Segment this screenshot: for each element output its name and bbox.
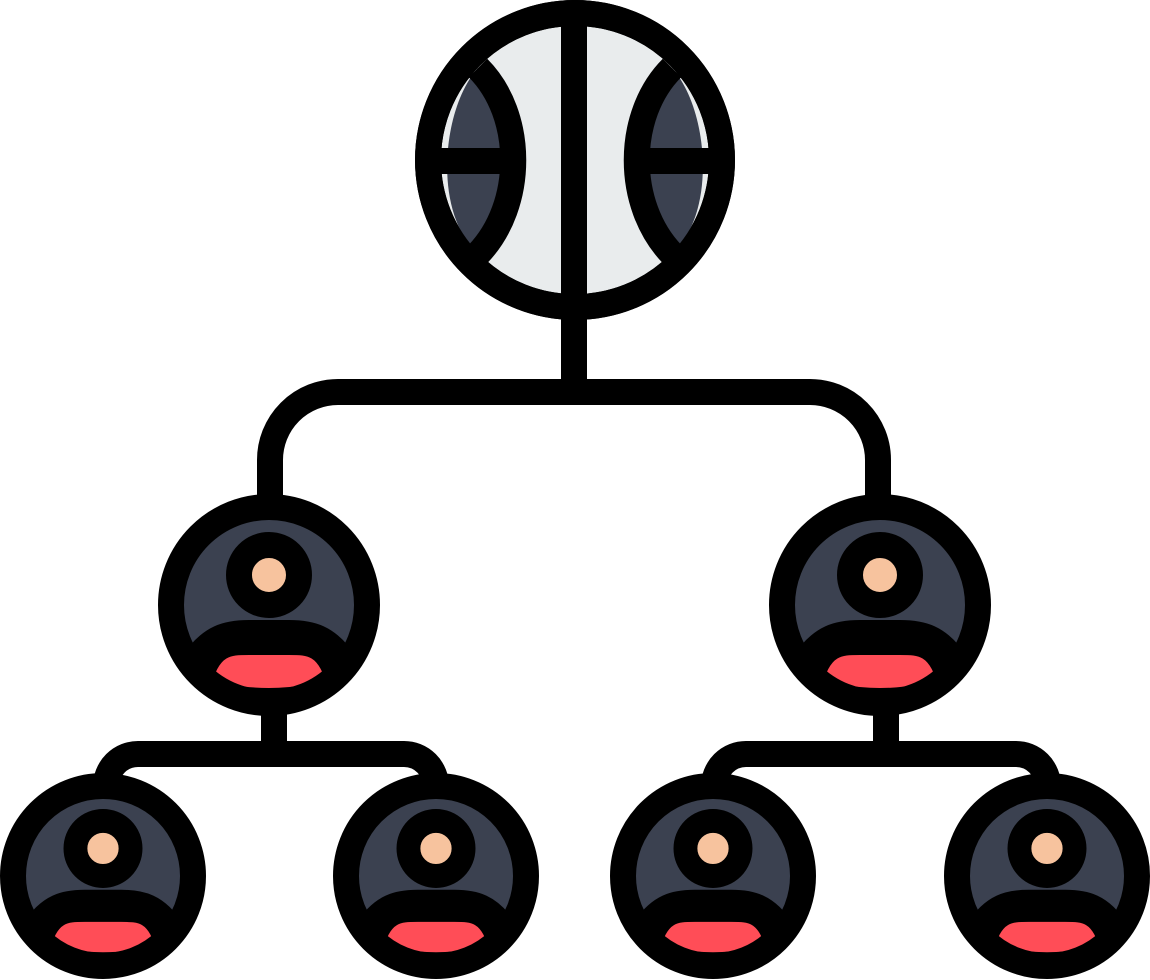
player-head bbox=[673, 808, 753, 888]
player-avatar-level3-4 bbox=[944, 773, 1150, 979]
right-branch-connector bbox=[701, 712, 1061, 787]
player-head bbox=[1007, 808, 1087, 888]
player-avatar-level3-1 bbox=[0, 773, 206, 979]
player-head bbox=[837, 532, 923, 618]
left-branch-connector bbox=[93, 712, 449, 787]
player-avatar-level2-left bbox=[158, 494, 380, 716]
player-avatar-level2-right bbox=[769, 494, 991, 716]
player-head bbox=[396, 808, 476, 888]
player-avatar-level3-3 bbox=[610, 773, 816, 979]
hierarchy-connectors bbox=[93, 318, 1061, 787]
player-head bbox=[63, 808, 143, 888]
player-avatar-level3-2 bbox=[333, 773, 539, 979]
root-connector bbox=[257, 318, 891, 500]
player-head bbox=[226, 532, 312, 618]
players-group bbox=[0, 494, 1150, 979]
basketball-icon bbox=[415, 0, 735, 320]
